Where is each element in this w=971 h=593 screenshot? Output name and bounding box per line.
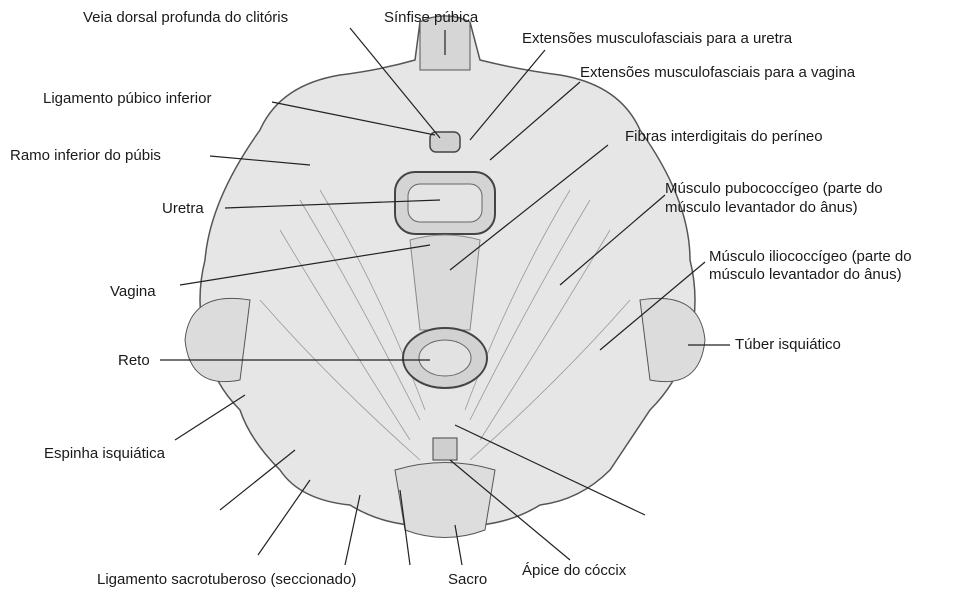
label-uretra: Uretra — [162, 200, 204, 218]
label-ramo-inferior: Ramo inferior do púbis — [10, 147, 161, 165]
label-sacro: Sacro — [448, 571, 487, 589]
label-pubococcigeo-line1: Músculo pubococcígeo (parte do — [665, 180, 883, 198]
label-sinfise-pubica: Sínfise púbica — [384, 9, 478, 27]
label-veia-dorsal: Veia dorsal profunda do clitóris — [83, 9, 288, 27]
label-ligamento-pubico: Ligamento púbico inferior — [43, 90, 211, 108]
label-ligamento-sacrotuberoso: Ligamento sacrotuberoso (seccionado) — [97, 571, 356, 589]
ischial-tuberosity-left — [185, 298, 250, 381]
vagina-lumen — [408, 184, 482, 222]
label-apice-coccix: Ápice do cóccix — [522, 562, 626, 580]
label-extensoes-uretra: Extensões musculofasciais para a uretra — [522, 30, 792, 48]
coccyx-apex — [433, 438, 457, 460]
label-iliococcigeo-line2: músculo levantador do ânus) — [709, 266, 902, 284]
label-pubococcigeo-line2: músculo levantador do ânus) — [665, 199, 858, 217]
sacrum — [395, 463, 495, 538]
label-extensoes-vagina: Extensões musculofasciais para a vagina — [580, 64, 855, 82]
label-vagina: Vagina — [110, 283, 156, 301]
label-fibras-interdigitais: Fibras interdigitais do períneo — [625, 128, 823, 146]
label-iliococcigeo-line1: Músculo iliococcígeo (parte do — [709, 248, 912, 266]
rectum-lumen — [419, 340, 471, 376]
perineal-body — [410, 235, 480, 330]
label-tuber-isquiatico: Túber isquiático — [735, 336, 841, 354]
label-espinha-isquiatica: Espinha isquiática — [44, 445, 165, 463]
label-reto: Reto — [118, 352, 150, 370]
